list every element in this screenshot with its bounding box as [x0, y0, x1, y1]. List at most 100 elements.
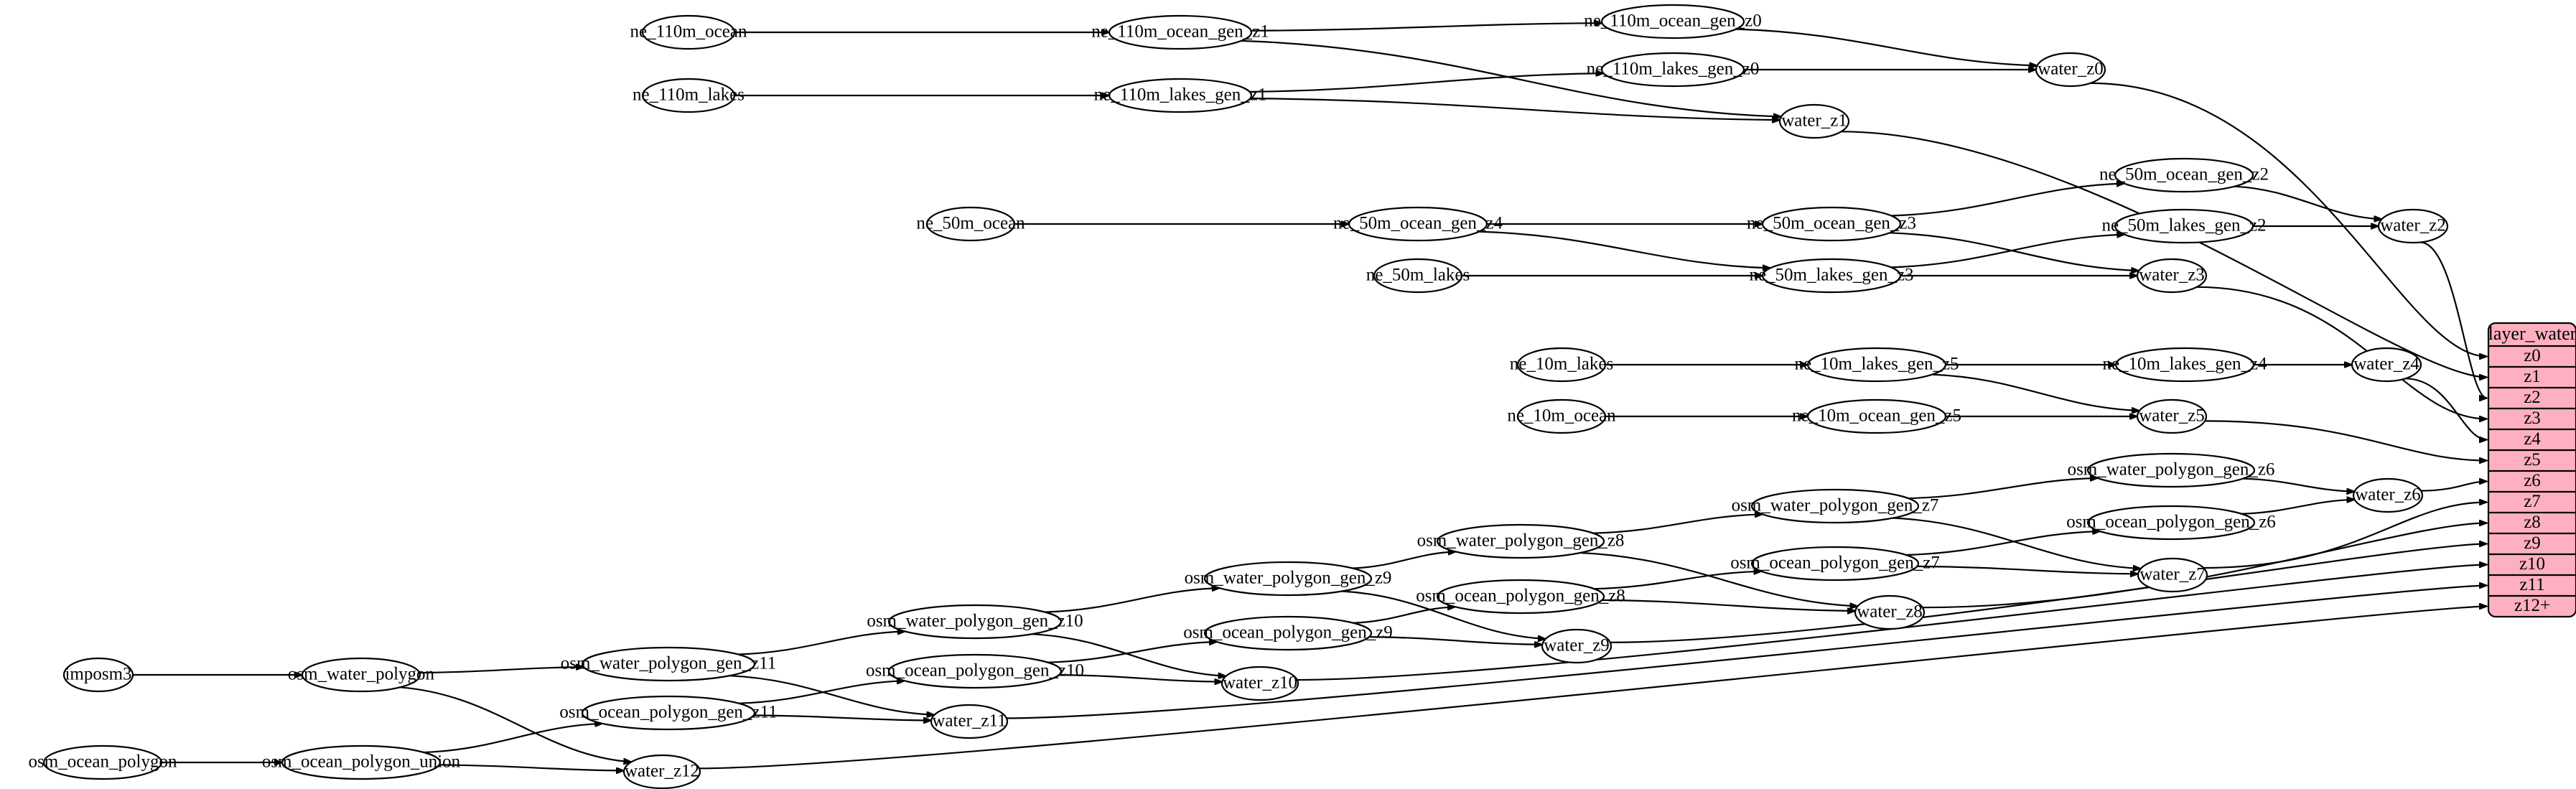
node-label: ne_10m_ocean_gen_z5	[1792, 406, 1961, 426]
record-row-z5[interactable]: z5	[2524, 450, 2541, 470]
node-ne-50m-lakes-gen-z3[interactable]: ne_50m_lakes_gen_z3	[1749, 258, 1914, 294]
edge-ne-50m-ocean-gen-z2-to-water-z2	[2234, 185, 2381, 220]
edge-osm-water-polygon-gen-z10-to-water-z10	[1032, 633, 1226, 676]
node-label: osm_water_polygon_gen_z7	[1732, 496, 1939, 515]
node-osm-ocean-polygon-gen-z11[interactable]: osm_ocean_polygon_gen_z11	[559, 695, 778, 731]
node-osm-water-polygon-gen-z6[interactable]: osm_water_polygon_gen_z6	[2068, 452, 2275, 488]
node-water-z6[interactable]: water_z6	[2352, 477, 2424, 513]
node-water-z0[interactable]: water_z0	[2035, 52, 2106, 88]
node-ne-110m-ocean-gen-z0[interactable]: ne_110m_ocean_gen_z0	[1584, 4, 1762, 39]
node-water-z10[interactable]: water_z10	[1221, 666, 1299, 701]
edge-ne-50m-ocean-gen-z4-to-ne-50m-lakes-gen-z3	[1479, 230, 1770, 269]
node-water-z9[interactable]: water_z9	[1541, 628, 1613, 664]
node-water-z12[interactable]: water_z12	[622, 754, 701, 789]
edge-osm-water-polygon-to-water-z12	[399, 686, 632, 762]
node-ne-10m-ocean-gen-z5[interactable]: ne_10m_ocean_gen_z5	[1792, 398, 1961, 434]
edge-layer	[133, 23, 2487, 770]
edge-osm-ocean-polygon-gen-z9-to-water-z9	[1369, 636, 1542, 645]
node-ne-10m-lakes-gen-z5[interactable]: ne_10m_lakes_gen_z5	[1794, 347, 1959, 383]
node-label: water_z4	[2353, 355, 2419, 374]
node-imposm3[interactable]: imposm3	[62, 657, 134, 693]
edge-osm-ocean-polygon-gen-z6-to-water-z6	[2241, 500, 2355, 515]
node-osm-water-polygon-gen-z8[interactable]: osm_water_polygon_gen_z8	[1417, 523, 1625, 559]
record-row-z8[interactable]: z8	[2524, 513, 2541, 532]
node-water-z1[interactable]: water_z1	[1778, 103, 1850, 139]
record-row-z11[interactable]: z11	[2519, 575, 2544, 594]
record-title: layer_water	[2488, 323, 2576, 344]
node-ne-110m-ocean[interactable]: ne_110m_ocean	[630, 14, 747, 50]
node-osm-ocean-polygon-gen-z10[interactable]: osm_ocean_polygon_gen_z10	[866, 653, 1084, 689]
node-ne-110m-lakes-gen-z1[interactable]: ne_110m_lakes_gen_z1	[1094, 78, 1267, 113]
node-water-z8[interactable]: water_z8	[1854, 594, 1926, 630]
node-water-z4[interactable]: water_z4	[2351, 347, 2422, 383]
record-row-z9[interactable]: z9	[2524, 533, 2541, 553]
node-label: osm_ocean_polygon_gen_z10	[866, 661, 1084, 681]
node-label: ne_50m_ocean_gen_z4	[1333, 214, 1503, 233]
edge-osm-ocean-polygon-gen-z11-to-water-z11	[753, 714, 931, 720]
node-osm-ocean-polygon[interactable]: osm_ocean_polygon	[29, 744, 177, 780]
record-row-z2[interactable]: z2	[2524, 388, 2541, 407]
node-osm-ocean-polygon-gen-z9[interactable]: osm_ocean_polygon_gen_z9	[1183, 615, 1393, 651]
edge-ne-110m-ocean-gen-z1-to-ne-110m-ocean-gen-z0	[1251, 23, 1602, 32]
edge-osm-ocean-polygon-gen-z8-to-osm-ocean-polygon-gen-z7	[1594, 571, 1762, 590]
node-label: ne_110m_lakes_gen_z1	[1094, 85, 1267, 105]
node-label: water_z5	[2139, 406, 2205, 426]
node-ne-50m-ocean-gen-z2[interactable]: ne_50m_ocean_gen_z2	[2099, 157, 2269, 193]
node-label: osm_ocean_polygon	[29, 752, 177, 772]
node-label: ne_110m_lakes_gen_z0	[1587, 60, 1760, 79]
node-osm-water-polygon-gen-z11[interactable]: osm_water_polygon_gen_z11	[561, 646, 776, 682]
node-water-z5[interactable]: water_z5	[2136, 398, 2208, 434]
node-label: osm_ocean_polygon_union	[262, 752, 461, 772]
node-water-z3[interactable]: water_z3	[2136, 258, 2208, 294]
record-row-z0[interactable]: z0	[2524, 346, 2541, 365]
record-row-z7[interactable]: z7	[2524, 492, 2541, 511]
node-label: osm_ocean_polygon_gen_z8	[1416, 587, 1625, 606]
node-osm-water-polygon-gen-z9[interactable]: osm_water_polygon_gen_z9	[1185, 561, 1392, 597]
node-ne-10m-lakes[interactable]: ne_10m_lakes	[1510, 347, 1613, 383]
node-label: ne_50m_ocean_gen_z3	[1747, 214, 1916, 233]
node-osm-ocean-polygon-union[interactable]: osm_ocean_polygon_union	[262, 744, 461, 780]
node-osm-water-polygon-gen-z7[interactable]: osm_water_polygon_gen_z7	[1732, 488, 1939, 524]
node-ne-10m-ocean[interactable]: ne_10m_ocean	[1507, 398, 1616, 434]
node-ne-50m-lakes-gen-z2[interactable]: ne_50m_lakes_gen_z2	[2101, 208, 2267, 244]
node-ne-10m-lakes-gen-z4[interactable]: ne_10m_lakes_gen_z4	[2102, 347, 2267, 383]
node-ne-50m-ocean[interactable]: ne_50m_ocean	[916, 206, 1025, 242]
edge-osm-ocean-polygon-gen-z10-to-water-z10	[1059, 673, 1222, 682]
edge-osm-water-polygon-to-osm-water-polygon-gen-z11	[419, 667, 584, 674]
edge-water-z6-to-layer-water-z6	[2421, 482, 2487, 492]
edge-water-z12-to-layer-water-z12-	[699, 607, 2487, 770]
node-ne-110m-lakes-gen-z0[interactable]: ne_110m_lakes_gen_z0	[1587, 52, 1760, 88]
record-row-z3[interactable]: z3	[2524, 408, 2541, 428]
edge-ne-110m-ocean-gen-z0-to-water-z0	[1735, 28, 2038, 66]
record-row-z4[interactable]: z4	[2524, 429, 2541, 449]
record-row-z12plus[interactable]: z12+	[2514, 596, 2550, 615]
node-water-z2[interactable]: water_z2	[2377, 208, 2449, 244]
record-row-z1[interactable]: z1	[2524, 367, 2541, 386]
node-ne-50m-ocean-gen-z3[interactable]: ne_50m_ocean_gen_z3	[1747, 206, 1916, 242]
node-ne-50m-lakes[interactable]: ne_50m_lakes	[1366, 258, 1470, 294]
node-label: ne_110m_ocean_gen_z0	[1584, 11, 1762, 31]
node-osm-water-polygon-gen-z10[interactable]: osm_water_polygon_gen_z10	[867, 604, 1083, 640]
node-osm-ocean-polygon-gen-z7[interactable]: osm_ocean_polygon_gen_z7	[1730, 546, 1940, 582]
edge-water-z7-to-layer-water-z7	[2203, 503, 2487, 569]
node-ne-110m-ocean-gen-z1[interactable]: ne_110m_ocean_gen_z1	[1091, 14, 1269, 50]
node-ne-50m-ocean-gen-z4[interactable]: ne_50m_ocean_gen_z4	[1333, 206, 1503, 242]
edge-water-z10-to-layer-water-z10	[1297, 565, 2487, 681]
edge-water-z5-to-layer-water-z5	[2205, 420, 2487, 460]
node-label: osm_ocean_polygon_gen_z11	[559, 703, 777, 722]
record-row-z6[interactable]: z6	[2524, 471, 2541, 490]
node-water-z7[interactable]: water_z7	[2137, 557, 2208, 593]
node-label: water_z11	[932, 711, 1006, 731]
record-row-z10[interactable]: z10	[2519, 554, 2545, 574]
node-label: ne_50m_ocean_gen_z2	[2099, 165, 2269, 185]
node-osm-ocean-polygon-gen-z6[interactable]: osm_ocean_polygon_gen_z6	[2066, 505, 2276, 541]
node-osm-water-polygon[interactable]: osm_water_polygon	[288, 657, 435, 693]
node-osm-ocean-polygon-gen-z8[interactable]: osm_ocean_polygon_gen_z8	[1416, 579, 1625, 615]
edge-osm-water-polygon-gen-z8-to-osm-water-polygon-gen-z7	[1592, 514, 1763, 534]
node-label: osm_ocean_polygon_gen_z6	[2066, 513, 2276, 532]
node-ne-110m-lakes[interactable]: ne_110m_lakes	[633, 78, 745, 113]
node-water-z11[interactable]: water_z11	[930, 704, 1009, 739]
